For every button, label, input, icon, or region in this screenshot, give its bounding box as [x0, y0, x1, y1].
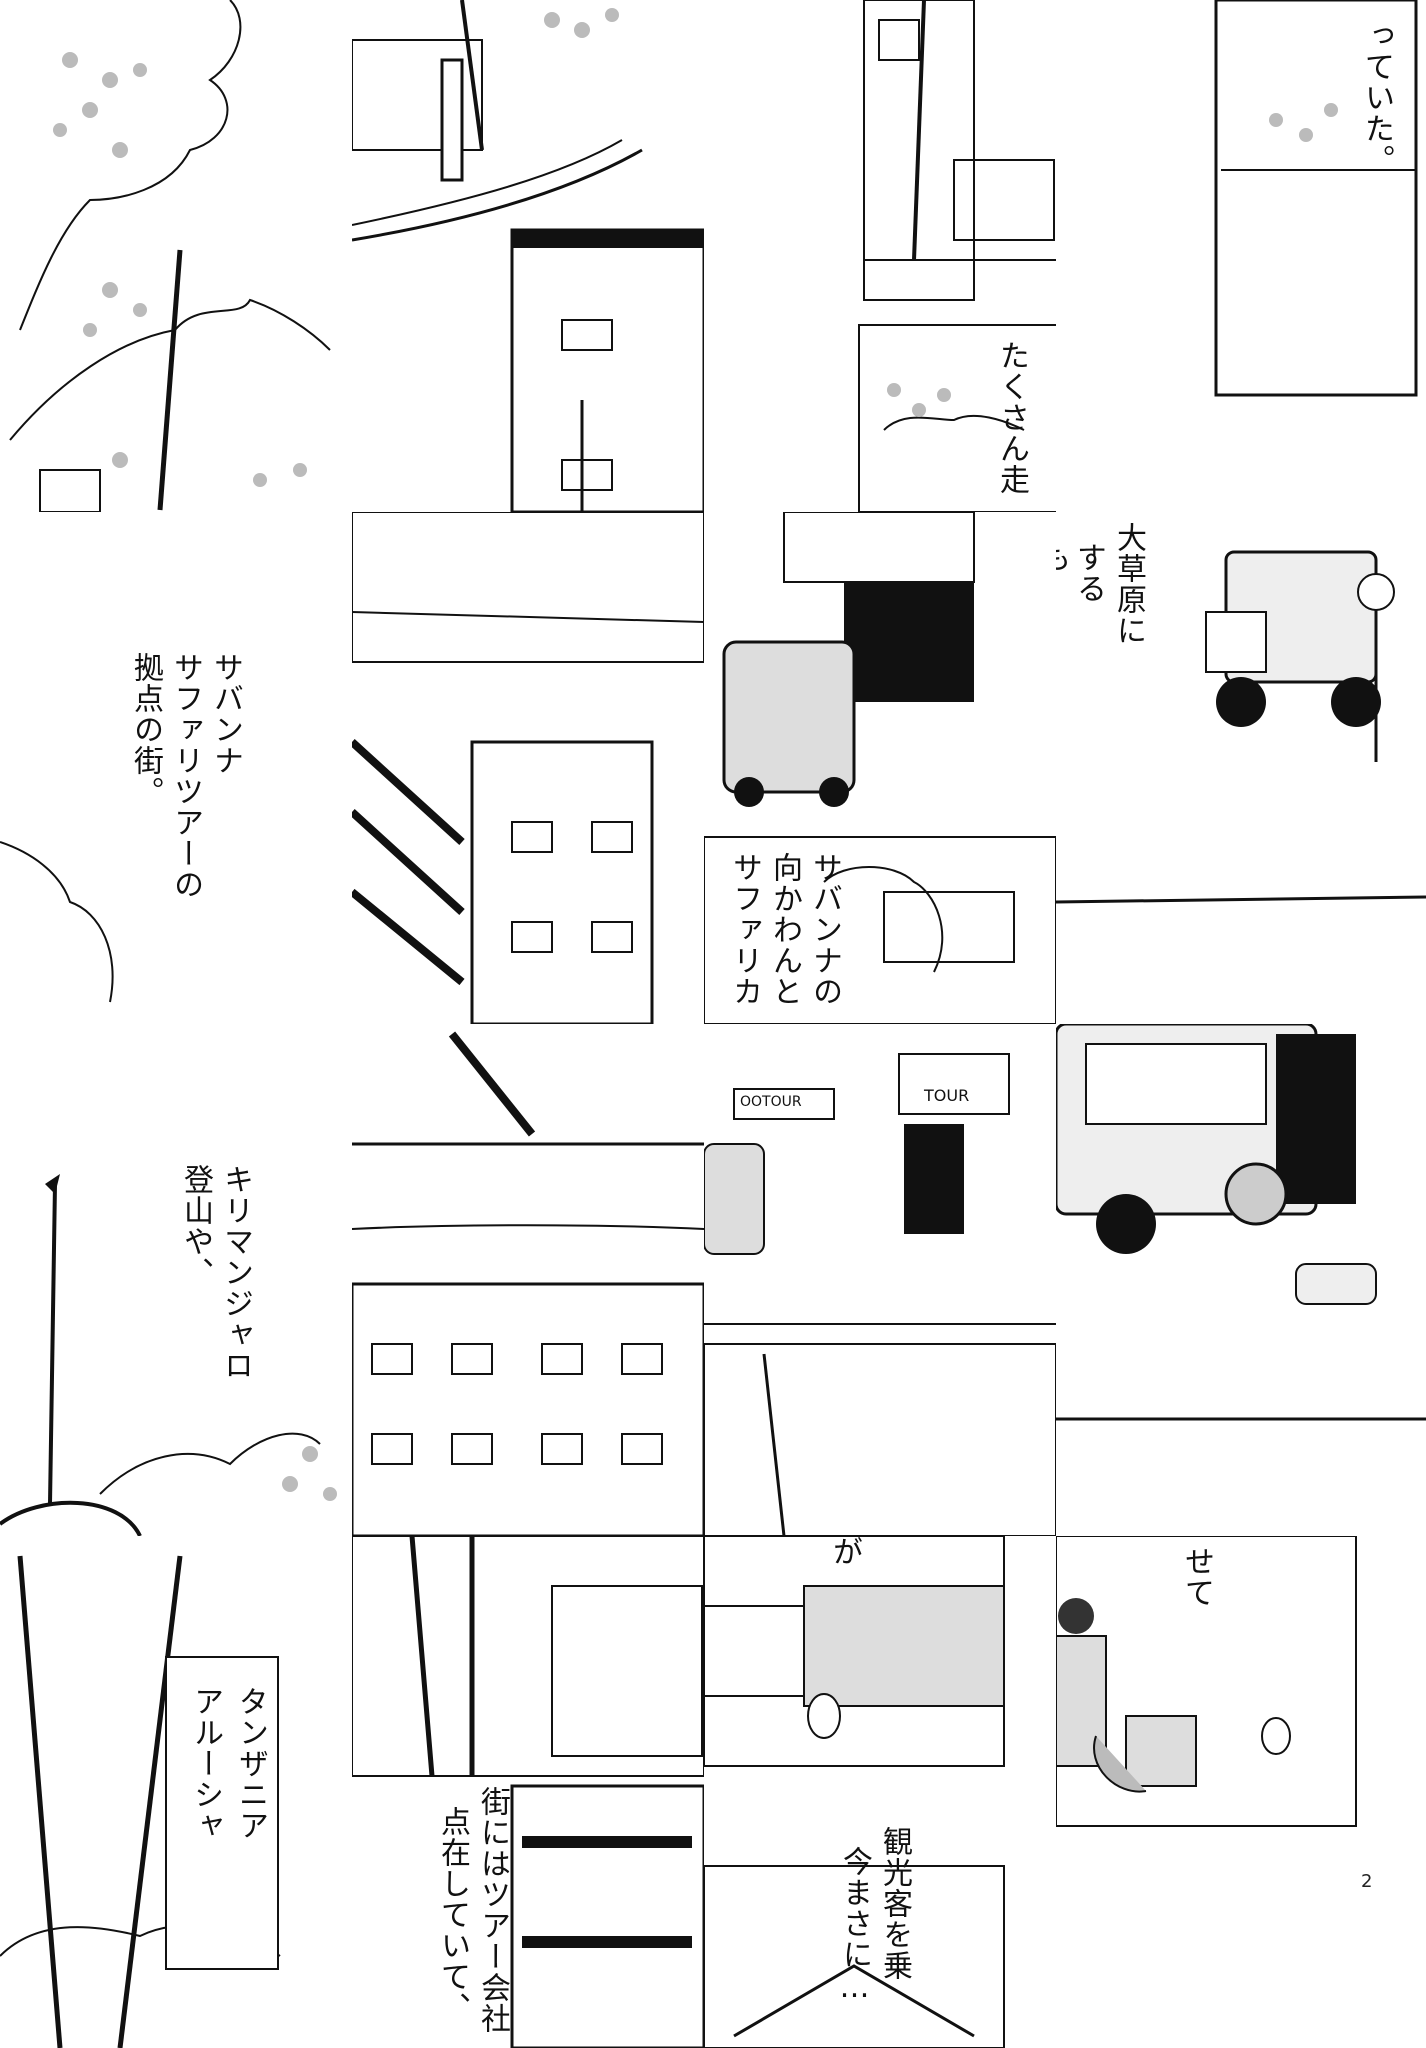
caption-tenzai: 点在していて、 [435, 1806, 470, 2023]
traveler-sketch [1056, 1536, 1357, 1827]
jeep-rear-sketch [1056, 1024, 1426, 1421]
panel-van: サバンナの 向かわんと サファリカ [704, 512, 1056, 1024]
apartment-sketch [352, 512, 704, 1024]
caption-savanna-no: サバンナの [807, 852, 842, 1007]
panel-window: っていた。 [1056, 0, 1426, 512]
post-sketch [0, 1555, 281, 2048]
figure-sketch [704, 1536, 1005, 2048]
location-caption-box [165, 1656, 279, 1970]
panel-building-run: たくさん走 [704, 0, 1056, 512]
tour-sign-1: OOTOUR [740, 1094, 802, 1110]
tree-sketch [9, 0, 331, 512]
gate-sketch [352, 1536, 704, 2048]
panel-traveler: せて 2 [1056, 1536, 1426, 2048]
panel-caption-kilimanjaro: キリマンジャロ 登山や、 [0, 1024, 352, 1536]
caption-ga: が [827, 1536, 862, 1567]
panel-caption-savanna: サバンナ サファリツアーの 拠点の街。 [0, 512, 352, 1024]
panel-street-figure: が 観光客を乗 今まさに… [704, 1536, 1056, 2048]
van-sketch [704, 512, 1056, 1024]
panel-tour-shops: OOTOUR TOUR [704, 1024, 1056, 1536]
caption-daisougen: 大草原に [1111, 522, 1146, 646]
panel-tree-canopy [0, 0, 352, 512]
caption-mo: も [1056, 542, 1070, 573]
panel-street-corner [352, 0, 704, 512]
caption-itta: っていた。 [1359, 20, 1394, 175]
jeep-sketch [1056, 550, 1426, 904]
panel-jeep-rear [1056, 1024, 1426, 1536]
caption-sete: せて [1179, 1546, 1214, 1608]
caption-kilimanjaro: キリマンジャロ [218, 1164, 253, 1381]
shop-sketch [704, 1053, 1056, 1536]
panel-caption-tanzania: タンザニア アルーシャ [0, 1536, 352, 2048]
panel-apartments [352, 512, 704, 1024]
tour-sign-2: TOUR [924, 1086, 970, 1105]
office-sketch [352, 1031, 704, 1536]
panel-office-block [352, 1024, 704, 1536]
cloud-sketch [0, 841, 114, 1003]
caption-suru: する [1071, 542, 1106, 604]
caption-arusha: アルーシャ [188, 1686, 223, 1841]
caption-mukawan: 向かわんと [767, 852, 802, 1007]
street-sketch [352, 0, 704, 512]
window-sketch [1214, 0, 1418, 397]
caption-safari-car: サファリカ [727, 852, 762, 1007]
caption-tozan: 登山や、 [178, 1164, 213, 1288]
pole-sketch [0, 1174, 337, 1536]
caption-imamasani: 今まさに… [837, 1846, 872, 2006]
caption-savanna: サバンナ [208, 652, 243, 776]
caption-kyoten: 拠点の街。 [128, 652, 163, 807]
caption-tanzania: タンザニア [233, 1686, 268, 1841]
caption-machi-tour: 街にはツアー会社 [475, 1786, 510, 2034]
caption-takusan: たくさん走 [994, 340, 1029, 495]
caption-safari-tour: サファリツアーの [168, 652, 203, 900]
building-sketch [858, 0, 1056, 512]
caption-kankoukyaku: 観光客を乗 [877, 1826, 912, 1981]
panel-jeep: 大草原に する も [1056, 512, 1426, 1024]
panel-gate: 街にはツアー会社 点在していて、 [352, 1536, 704, 2048]
page-number: 2 [1361, 1871, 1373, 1892]
